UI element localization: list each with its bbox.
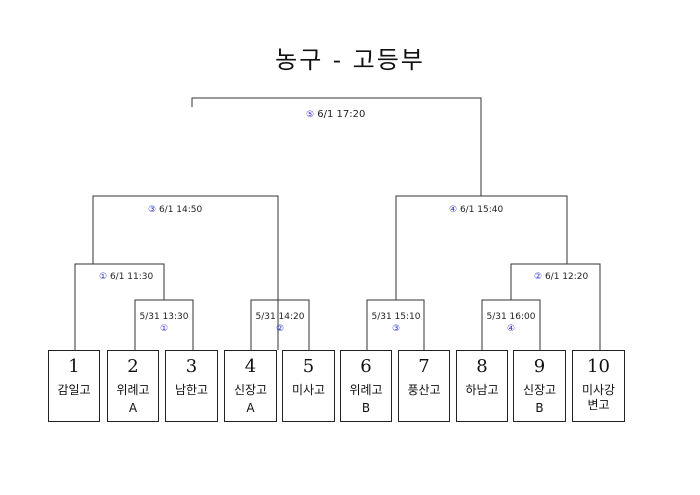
team-seed: 10 bbox=[587, 356, 610, 377]
match-number: ② bbox=[534, 272, 543, 282]
team-seed: 4 bbox=[244, 356, 257, 377]
team-name: 풍산고 bbox=[407, 383, 441, 397]
line-final bbox=[191, 97, 482, 196]
team-box: 6 위례고 B bbox=[340, 350, 392, 422]
match-time: 6/1 11:30 bbox=[109, 272, 154, 282]
team-seed: 2 bbox=[127, 356, 139, 377]
line-qf-left bbox=[74, 263, 165, 350]
match-time: 6/1 15:40 bbox=[459, 205, 504, 215]
team-seed: 8 bbox=[476, 356, 488, 377]
team-name: 미사강 변고 bbox=[581, 383, 616, 412]
match-time: 5/31 15:10 bbox=[371, 312, 421, 322]
match-label-r1-c: 5/31 15:10 ③ bbox=[371, 311, 421, 335]
match-number: ① bbox=[99, 272, 108, 282]
match-number: ④ bbox=[449, 205, 458, 215]
line-r1-b bbox=[250, 299, 310, 350]
match-time: 6/1 12:20 bbox=[544, 272, 589, 282]
line-semi-right bbox=[395, 195, 568, 300]
team-name: 위례고 bbox=[349, 383, 383, 397]
match-label-semi-left: ③ 6/1 14:50 bbox=[148, 204, 202, 216]
team-name: 하남고 bbox=[465, 383, 499, 397]
match-number: ③ bbox=[391, 324, 401, 334]
team-group: B bbox=[361, 401, 371, 415]
line-r1-c bbox=[366, 299, 425, 350]
match-number: ④ bbox=[506, 324, 516, 334]
line-semi-left bbox=[92, 195, 279, 350]
line-qf-right bbox=[510, 263, 601, 350]
team-name: 위례고 bbox=[116, 383, 150, 397]
team-box: 4 신장고 A bbox=[224, 350, 277, 422]
team-box: 9 신장고 B bbox=[513, 350, 566, 422]
team-box: 2 위례고 A bbox=[107, 350, 159, 422]
team-box: 1 감일고 bbox=[48, 350, 100, 422]
page-title: 농구 - 고등부 bbox=[275, 46, 425, 74]
match-time: 5/31 14:20 bbox=[255, 312, 305, 322]
team-name: 남한고 bbox=[174, 383, 209, 397]
match-label-qf-right: ② 6/1 12:20 bbox=[534, 271, 588, 283]
match-number: ③ bbox=[148, 205, 157, 215]
team-seed: 7 bbox=[418, 356, 430, 377]
team-box: 5 미사고 bbox=[282, 350, 335, 422]
match-time: 5/31 13:30 bbox=[139, 312, 189, 322]
team-box: 8 하남고 bbox=[456, 350, 508, 422]
line-r1-a bbox=[134, 299, 194, 350]
team-box: 10 미사강 변고 bbox=[572, 350, 625, 422]
match-label-r1-a: 5/31 13:30 ① bbox=[139, 311, 189, 335]
match-label-r1-d: 5/31 16:00 ④ bbox=[486, 311, 536, 335]
line-r1-d bbox=[481, 299, 541, 350]
team-name: 신장고 bbox=[522, 383, 557, 397]
team-seed: 6 bbox=[360, 356, 372, 377]
team-name: 신장고 bbox=[233, 383, 268, 397]
team-box: 7 풍산고 bbox=[398, 350, 450, 422]
match-label-qf-left: ① 6/1 11:30 bbox=[99, 271, 153, 283]
match-label-final: ⑤ 6/1 17:20 bbox=[306, 109, 365, 121]
match-time: 6/1 17:20 bbox=[317, 109, 366, 120]
team-seed: 9 bbox=[533, 356, 546, 377]
team-seed: 1 bbox=[68, 356, 80, 377]
match-time: 5/31 16:00 bbox=[486, 312, 536, 322]
team-group: B bbox=[535, 401, 544, 415]
team-name: 미사고 bbox=[291, 383, 326, 397]
match-number: ① bbox=[159, 324, 169, 334]
match-label-semi-right: ④ 6/1 15:40 bbox=[449, 204, 503, 216]
match-number: ② bbox=[275, 324, 285, 334]
team-box: 3 남한고 bbox=[165, 350, 218, 422]
team-group: A bbox=[128, 401, 138, 415]
team-seed: 5 bbox=[302, 356, 315, 377]
match-number: ⑤ bbox=[306, 110, 315, 120]
team-group: A bbox=[246, 401, 255, 415]
match-time: 6/1 14:50 bbox=[158, 205, 203, 215]
match-label-r1-b: 5/31 14:20 ② bbox=[255, 311, 305, 335]
team-name: 감일고 bbox=[57, 383, 91, 397]
team-seed: 3 bbox=[185, 356, 198, 377]
